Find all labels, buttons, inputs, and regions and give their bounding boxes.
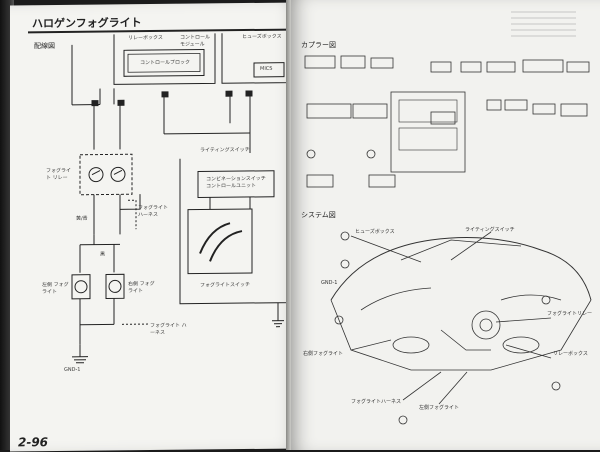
left-page: ハロゲンフォグライト 配線図 bbox=[10, 2, 297, 451]
page-number: 2-96 bbox=[18, 435, 48, 449]
lighting-switch-label: ライティングスイッチ bbox=[200, 146, 250, 154]
system-relay-box-label: リレーボックス bbox=[553, 350, 588, 357]
relay-box-label: リレーボックス bbox=[128, 34, 163, 41]
right-page: カプラー図 bbox=[291, 0, 600, 450]
wire-color-label: 黄/青 bbox=[76, 215, 88, 222]
gnd-label: GND-1 bbox=[64, 367, 80, 373]
system-fuse-box-label: ヒューズボックス bbox=[355, 228, 395, 235]
system-right-fog-light-label: 右側フォグライト bbox=[303, 350, 343, 357]
control-module-label: コントロール モジュール bbox=[180, 33, 212, 47]
mics-label: MICS bbox=[260, 66, 272, 72]
combination-switch-label: コンビネーションスイッチ コントロールユニット bbox=[206, 175, 268, 190]
left-fog-light-label: 左側 フォグライト bbox=[42, 281, 70, 295]
control-block-label: コントロールブロック bbox=[140, 59, 190, 67]
system-left-fog-light-label: 左側フォグライト bbox=[419, 404, 459, 411]
wire-color-black-label: 黒 bbox=[100, 251, 105, 258]
fuse-box-label: ヒューズボックス bbox=[242, 33, 282, 40]
wiring-diagram bbox=[10, 2, 297, 451]
system-diagram-title: システム図 bbox=[301, 210, 336, 220]
fog-light-switch-label: フォグライトスイッチ bbox=[200, 281, 250, 289]
right-fog-light-label: 右側 フォグライト bbox=[128, 280, 156, 294]
fog-light-relay-label: フォグライト リレー bbox=[46, 167, 74, 181]
system-lighting-switch-label: ライティングスイッチ bbox=[465, 226, 515, 233]
system-gnd-label: GND-1 bbox=[321, 280, 337, 286]
coupler-and-system-diagrams bbox=[291, 0, 600, 450]
system-fog-light-relay-label: フォグライトリレー bbox=[547, 310, 592, 317]
harness-label-upper: フォグライト ハーネス bbox=[138, 204, 170, 218]
harness-label-lower: フォグライト ハーネス bbox=[150, 322, 190, 336]
system-fog-light-harness-label: フォグライトハーネス bbox=[351, 398, 401, 405]
